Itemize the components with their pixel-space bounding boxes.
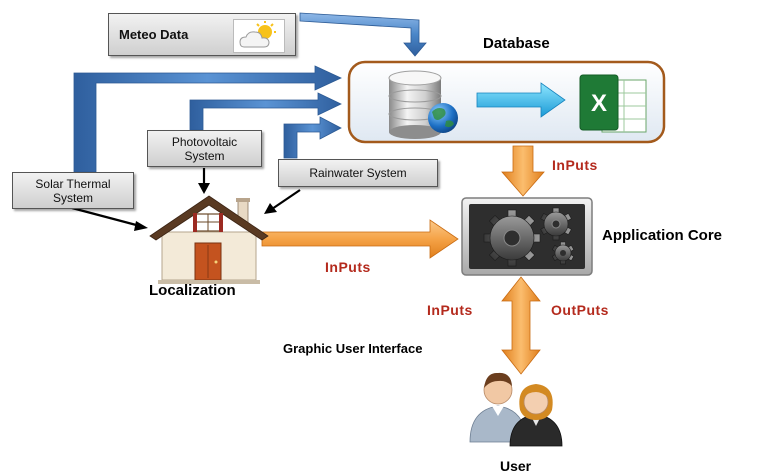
photovoltaic-system-label: Photovoltaic System: [171, 134, 238, 163]
weather-icon: [233, 19, 285, 53]
house-icon: [149, 195, 269, 284]
photovoltaic-to-database-arrow: [189, 92, 342, 131]
solar-thermal-to-database-arrow: [73, 65, 342, 173]
database-to-core-arrow: [501, 145, 545, 197]
database-title: Database: [483, 35, 550, 52]
database-to-excel-arrow: [476, 82, 566, 118]
application-core-title: Application Core: [602, 227, 723, 244]
rainwater-system-label: Rainwater System: [309, 166, 407, 180]
user-title: User: [500, 458, 532, 474]
rainwater-to-database-arrow: [283, 116, 342, 159]
localization-title: Localization: [149, 282, 236, 299]
solar-thermal-system-box: Solar Thermal System: [12, 172, 134, 209]
db-inputs-label: InPuts: [552, 157, 598, 173]
rainwater-system-box: Rainwater System: [278, 159, 438, 187]
feed-arrows: [73, 12, 427, 173]
user-inputs-label: InPuts: [427, 302, 473, 318]
orange-arrows: [261, 145, 545, 375]
meteo-data-label: Meteo Data: [119, 26, 189, 42]
gui-title: Graphic User Interface: [283, 341, 423, 356]
database-panel: X: [347, 60, 666, 144]
database-icon: [388, 70, 442, 139]
meteo-data-box: Meteo Data: [108, 13, 296, 56]
gears-icon: [461, 197, 593, 276]
solar-thermal-system-label: Solar Thermal System: [35, 176, 111, 205]
core-outputs-label: OutPuts: [551, 302, 609, 318]
photovoltaic-system-box: Photovoltaic System: [147, 130, 262, 167]
users-icon: [469, 372, 563, 447]
localization-inputs-label: InPuts: [325, 259, 371, 275]
source-pointer-arrows: [71, 168, 301, 231]
meteo-to-database-arrow: [299, 12, 427, 57]
svg-text:X: X: [591, 90, 607, 117]
excel-icon: X: [579, 74, 647, 133]
localization-to-core-arrow: [261, 219, 459, 259]
globe-icon: [428, 103, 458, 133]
core-user-double-arrow: [501, 276, 541, 375]
